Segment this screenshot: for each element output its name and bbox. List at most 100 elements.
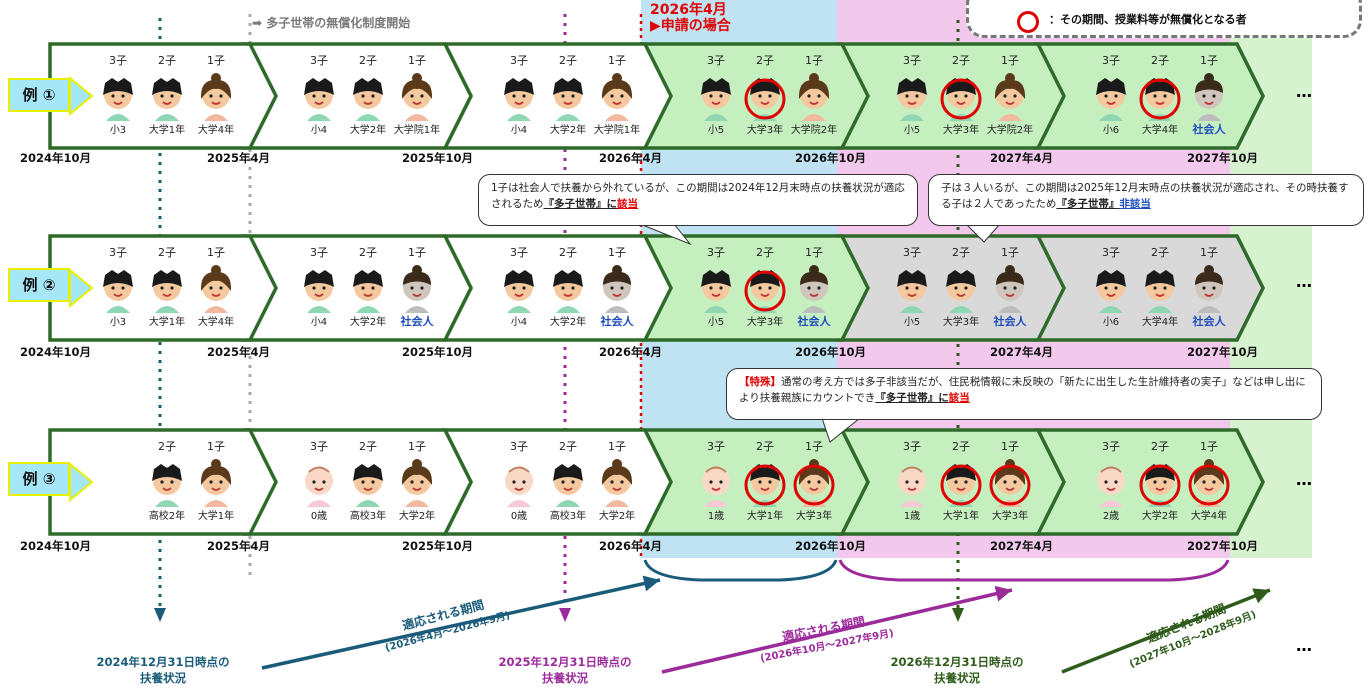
child-grade-label: 大学2年 [550, 315, 586, 328]
period-brace-2 [838, 559, 1230, 582]
bottom-ellipsis: … [1296, 636, 1312, 655]
person-hair [1145, 270, 1175, 287]
apply-title-line1: 2026年4月 [650, 2, 727, 18]
person-eye [964, 480, 968, 484]
person-mouth [1204, 293, 1214, 297]
arrow-right-icon: ➡ [252, 16, 267, 30]
child-order-label: 2子 [1151, 440, 1169, 453]
person-body [556, 500, 580, 507]
child-grade-label: 小4 [311, 316, 327, 328]
person-mouth [563, 293, 573, 297]
child-order-label: 2子 [158, 54, 176, 67]
person-eye [719, 480, 723, 484]
child-grade-label: 小6 [1103, 124, 1119, 136]
child-grade-label: 2歳 [1103, 510, 1119, 522]
person-body [356, 500, 380, 507]
person-eye [111, 94, 115, 98]
child-order-label: 2子 [158, 440, 176, 453]
person-mouth [711, 293, 721, 297]
person-eye [219, 480, 223, 484]
child-order-label: 2子 [359, 246, 377, 259]
child-order-label: 1子 [207, 246, 225, 259]
person-mouth [760, 487, 770, 491]
child-order-label: 2子 [359, 440, 377, 453]
person-mouth [514, 101, 524, 105]
child-grade-label: 大学3年 [943, 315, 979, 328]
child-grade-label: 小5 [904, 316, 920, 328]
down-arrow-icon [559, 608, 571, 622]
child-grade-label: 大学1年 [747, 509, 783, 522]
person-body [155, 500, 179, 507]
child-grade-label: 大学院1年 [594, 123, 640, 136]
person-eye [1202, 480, 1206, 484]
person-face [505, 467, 533, 495]
child-order-label: 3子 [903, 440, 921, 453]
child-order-label: 1子 [1200, 440, 1218, 453]
person-eye [361, 286, 365, 290]
person-mouth [1005, 101, 1015, 105]
person-eye [312, 480, 316, 484]
person-body [507, 500, 531, 507]
applies-arrow-3 [1061, 588, 1271, 674]
person-eye [512, 94, 516, 98]
person-face [702, 467, 730, 495]
person-eye [371, 480, 375, 484]
child-order-label: 1子 [805, 440, 823, 453]
free-tuition-circle-icon [1188, 464, 1230, 506]
child-grade-label: 大学2年 [1142, 509, 1178, 522]
person-eye [758, 286, 762, 290]
person-hair [504, 270, 534, 287]
child-order-label: 2子 [559, 440, 577, 453]
person-hair [800, 271, 828, 285]
child-order-label: 2子 [952, 440, 970, 453]
person-body [507, 306, 531, 313]
person-body [204, 306, 228, 313]
callout-example-2-period5: 子は３人いるが、この期間は2025年12月末時点の扶養状況が適応され、その時扶養… [928, 174, 1364, 226]
person-mouth [809, 487, 819, 491]
person-hair [798, 79, 830, 99]
person-eye [561, 480, 565, 484]
person-eye [371, 94, 375, 98]
person-eye [361, 94, 365, 98]
person-eye [620, 286, 624, 290]
person-mouth [363, 293, 373, 297]
person-eye [170, 286, 174, 290]
person-eye [410, 94, 414, 98]
child-order-label: 1子 [608, 54, 626, 67]
person-mouth [1204, 487, 1214, 491]
person-eye [561, 94, 565, 98]
child-grade-label: 社会人 [1192, 122, 1227, 136]
child-grade-label: 社会人 [600, 314, 635, 328]
person-eye [964, 94, 968, 98]
person-mouth [1005, 487, 1015, 491]
child-order-label: 1子 [1001, 246, 1019, 259]
date-label: 2026年10月 [795, 151, 867, 165]
person-eye [954, 94, 958, 98]
person-mouth [1106, 293, 1116, 297]
person-hair [994, 79, 1026, 99]
person-eye [170, 480, 174, 484]
child-order-label: 3子 [707, 54, 725, 67]
person-body [802, 306, 826, 313]
person-mouth [412, 293, 422, 297]
child-order-label: 1子 [207, 54, 225, 67]
date-label: 2027年4月 [990, 345, 1054, 359]
person-mouth [760, 101, 770, 105]
person-mouth [514, 487, 524, 491]
person-mouth [907, 487, 917, 491]
person-eye [410, 286, 414, 290]
free-tuition-circle-icon [744, 78, 786, 120]
child-order-label: 2子 [559, 246, 577, 259]
person-body [307, 114, 331, 121]
